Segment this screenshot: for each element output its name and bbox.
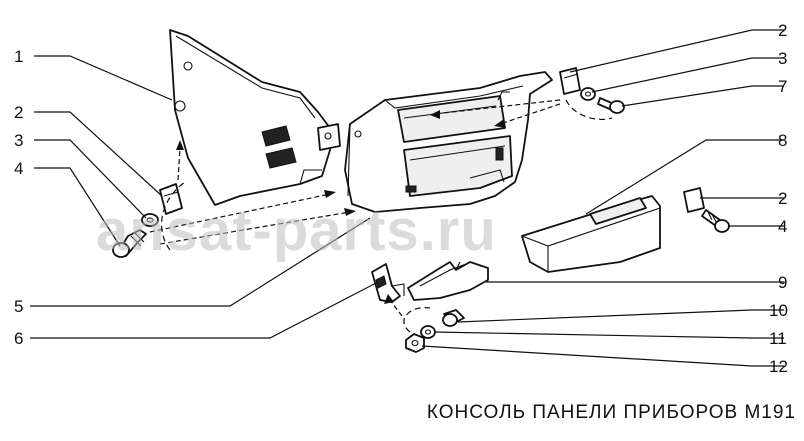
console-housing <box>344 71 553 213</box>
watermark-text: ansat-parts.ru <box>96 198 497 263</box>
callout-5: 5 <box>14 297 23 316</box>
washer-part-11 <box>420 325 436 339</box>
callout-6: 6 <box>14 329 23 348</box>
screw-right-lower <box>701 209 730 233</box>
washer-left <box>141 213 159 227</box>
callout-2-upper-right: 2 <box>778 21 787 40</box>
callout-9: 9 <box>778 273 787 292</box>
screw-left <box>112 229 147 258</box>
callout-7: 7 <box>778 77 787 96</box>
callout-3-right: 3 <box>778 49 787 68</box>
assembly-guides <box>149 99 613 333</box>
hinge-part-6 <box>371 263 405 303</box>
nut-part-12 <box>405 333 425 353</box>
callout-2-left: 2 <box>14 103 23 122</box>
bolt-part-10 <box>442 309 465 327</box>
callout-numbers: 1 2 3 4 5 6 2 3 7 8 2 4 9 10 11 12 <box>14 21 788 376</box>
callout-4-right: 4 <box>778 217 787 236</box>
callout-1: 1 <box>14 47 23 66</box>
side-panel-part-1 <box>169 29 341 206</box>
callout-4-left: 4 <box>14 159 23 178</box>
washer-upper-right <box>580 87 596 101</box>
bracket-part-9 <box>407 261 489 301</box>
clip-right-lower <box>683 187 705 213</box>
callout-2-lower-right: 2 <box>778 189 787 208</box>
leader-lines <box>30 29 784 367</box>
callout-11: 11 <box>769 329 787 348</box>
callout-10: 10 <box>769 301 788 320</box>
callout-3-left: 3 <box>14 131 23 150</box>
storage-tray-part-8 <box>521 195 661 273</box>
screw-upper-right <box>597 97 625 114</box>
callout-12: 12 <box>769 357 788 376</box>
callout-8: 8 <box>778 131 787 150</box>
clip-upper-right <box>559 67 581 95</box>
diagram-caption: КОНСОЛЬ ПАНЕЛИ ПРИБОРОВ М191 <box>427 402 796 423</box>
